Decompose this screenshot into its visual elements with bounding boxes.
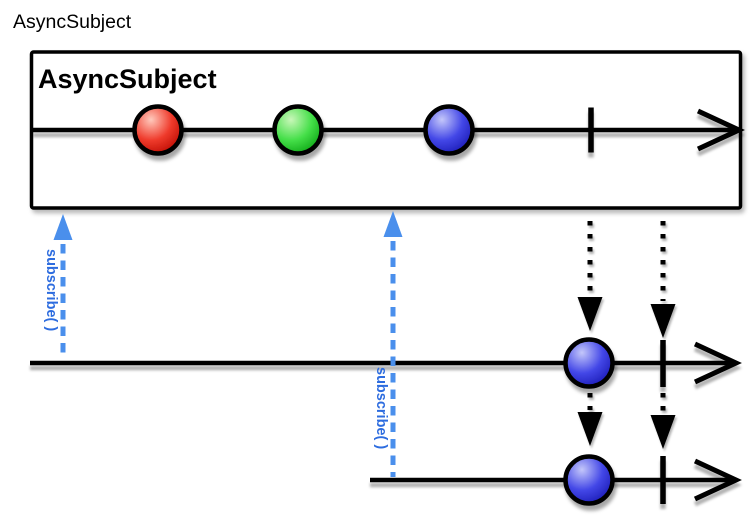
subscribe-label-2: subscribe( ) bbox=[373, 367, 389, 449]
page-title: AsyncSubject bbox=[13, 11, 132, 33]
source-box-label: AsyncSubject bbox=[38, 64, 217, 94]
subscriber-timeline-2-arrowhead-icon bbox=[693, 458, 742, 502]
subscribe-arrow-1: subscribe( ) bbox=[43, 214, 73, 359]
complete-arrowhead-icon bbox=[650, 304, 676, 338]
subscriber-timeline-1-arrowhead-icon bbox=[693, 341, 742, 385]
emission-arrowhead-icon bbox=[577, 297, 603, 331]
marble-blue bbox=[423, 104, 475, 156]
marble-red bbox=[132, 104, 184, 156]
complete-arrowhead-icon bbox=[650, 415, 676, 449]
emission-arrows-value bbox=[577, 221, 603, 446]
subscribe-label-1: subscribe( ) bbox=[43, 249, 59, 331]
emission-arrows-complete bbox=[650, 221, 676, 449]
subscriber-timeline-2 bbox=[370, 456, 742, 504]
subscribe-arrow-2: subscribe( ) bbox=[373, 211, 403, 477]
subscribe-arrowhead-icon bbox=[53, 214, 73, 240]
emission-arrowhead-icon bbox=[577, 412, 603, 446]
source-timeline-arrowhead-icon bbox=[696, 108, 745, 152]
marble-green bbox=[272, 104, 324, 156]
subscriber-2-marble-blue bbox=[563, 454, 615, 506]
subscribe-arrowhead-icon bbox=[383, 211, 403, 237]
subscriber-timeline-1 bbox=[30, 340, 742, 387]
subscriber-1-marble-blue bbox=[563, 337, 615, 389]
